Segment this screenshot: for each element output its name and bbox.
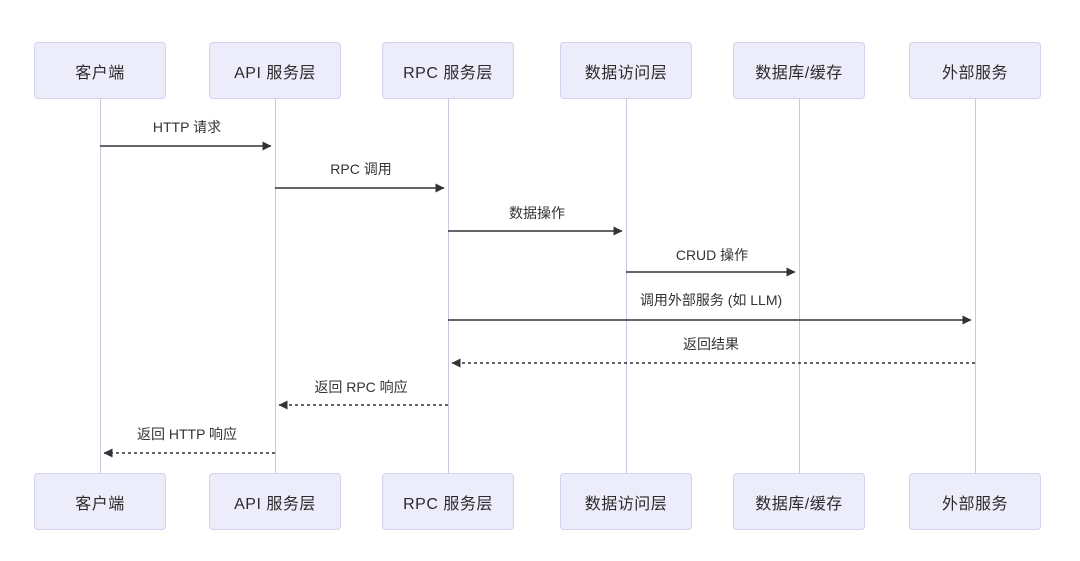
actor-bottom-external-service: 外部服务 [909,473,1041,530]
actor-bottom-data-access-layer: 数据访问层 [560,473,692,530]
actor-top-rpc-layer: RPC 服务层 [382,42,514,99]
actor-bottom-database-cache: 数据库/缓存 [733,473,865,530]
message-label-data-operation: 数据操作 [509,205,565,221]
message-label-crud-operation: CRUD 操作 [675,247,749,263]
message-label-return-result: 返回结果 [683,336,739,352]
actor-top-client: 客户端 [34,42,166,99]
lifeline-external-service [975,99,976,473]
message-label-rpc-call: RPC 调用 [330,161,392,177]
actor-top-data-access-layer: 数据访问层 [560,42,692,99]
message-label-call-external-service: 调用外部服务 (如 LLM) [639,292,783,308]
lifeline-api-layer [275,99,276,473]
actor-bottom-api-layer: API 服务层 [209,473,341,530]
actor-bottom-rpc-layer: RPC 服务层 [382,473,514,530]
actor-top-external-service: 外部服务 [909,42,1041,99]
actor-bottom-client: 客户端 [34,473,166,530]
lifeline-database-cache [799,99,800,473]
actor-top-database-cache: 数据库/缓存 [733,42,865,99]
lifeline-data-access-layer [626,99,627,473]
lifeline-rpc-layer [448,99,449,473]
message-label-http-request: HTTP 请求 [152,119,222,135]
message-label-return-http-response: 返回 HTTP 响应 [136,426,238,442]
actor-top-api-layer: API 服务层 [209,42,341,99]
message-label-return-rpc-response: 返回 RPC 响应 [314,379,408,395]
lifeline-client [100,99,101,473]
